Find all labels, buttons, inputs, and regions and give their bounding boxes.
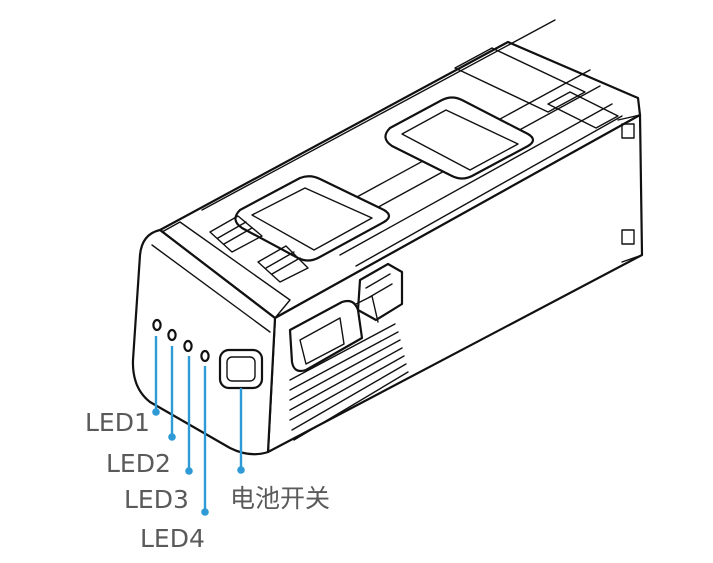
- label-led4: LED4: [140, 524, 205, 553]
- led-2-indicator: [167, 328, 177, 342]
- rear-screw-top: [621, 123, 635, 139]
- leader-led4-dot: [201, 508, 209, 516]
- label-battery-switch: 电池开关: [230, 484, 330, 513]
- middle-pad: [384, 96, 535, 180]
- label-led1: LED1: [85, 408, 150, 437]
- side-vents: [289, 323, 409, 441]
- leader-lines: [152, 336, 245, 516]
- led-3-indicator: [183, 339, 193, 353]
- top-rail-1: [201, 19, 556, 211]
- label-led2: LED2: [106, 449, 171, 478]
- middle-pad-inner: [401, 109, 519, 171]
- front-pad: [234, 175, 391, 262]
- battery-front-face: [131, 228, 277, 456]
- front-bevel-2: [161, 221, 291, 319]
- leader-led2-dot: [168, 433, 176, 441]
- front-pad-inner: [251, 187, 373, 251]
- front-tab-right-hatch: [265, 251, 301, 275]
- leader-led1-dot: [152, 408, 160, 416]
- front-tab-left: [209, 215, 263, 253]
- battery-rear-face: [617, 114, 643, 263]
- rear-screw-bottom: [621, 229, 635, 245]
- top-rail-5: [355, 115, 623, 267]
- led-4-indicator: [200, 349, 210, 363]
- grip-recess: [288, 299, 364, 373]
- leader-switch-dot: [237, 466, 245, 474]
- latch-inner: [351, 273, 393, 323]
- front-bevel: [151, 244, 271, 333]
- front-tab-right: [257, 245, 309, 283]
- front-tab-left-hatch: [217, 221, 253, 245]
- rear-pad-2: [547, 91, 619, 129]
- top-rail-4: [339, 103, 613, 256]
- battery-switch-inner: [226, 356, 256, 382]
- led-1-indicator: [152, 318, 162, 332]
- grip-recess-inner: [299, 317, 345, 365]
- leader-led3-dot: [185, 467, 193, 475]
- rear-pad: [454, 47, 586, 113]
- label-led3: LED3: [124, 485, 189, 514]
- battery-body: [131, 19, 644, 456]
